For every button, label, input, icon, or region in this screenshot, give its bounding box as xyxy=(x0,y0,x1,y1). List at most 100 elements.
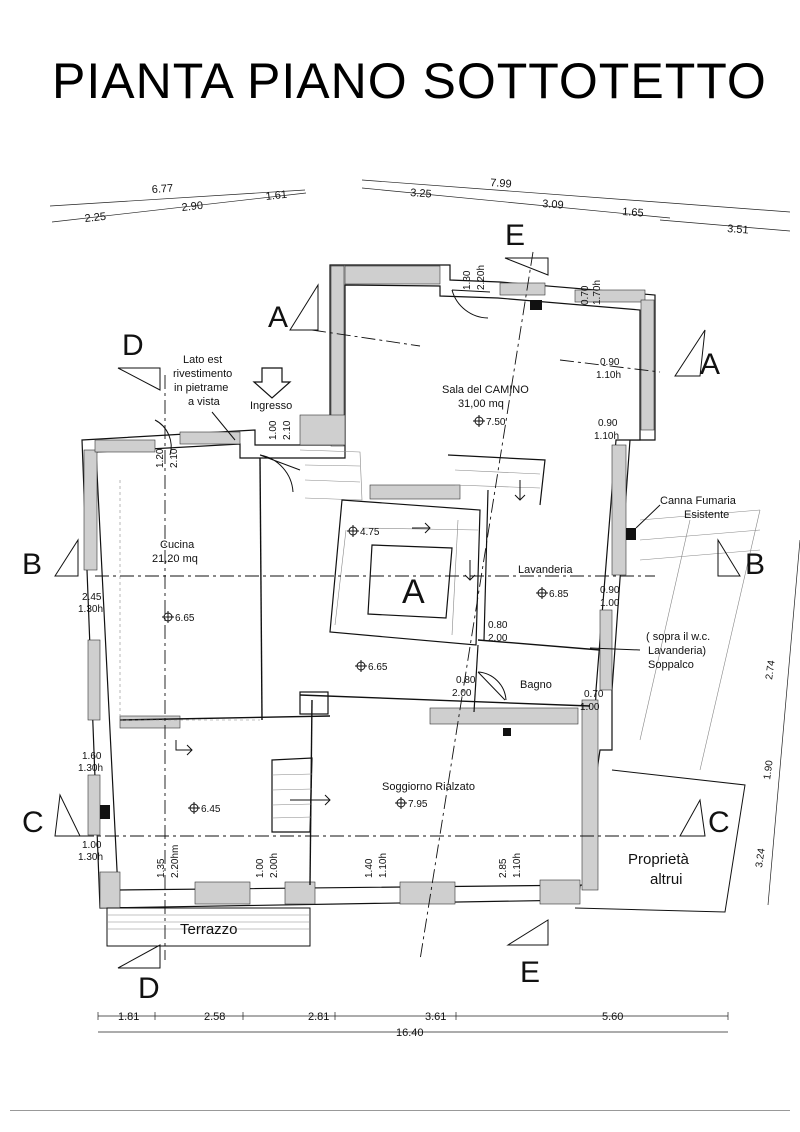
opening-15-w: 1.00 xyxy=(255,858,266,878)
opening-17-w: 2.85 xyxy=(498,858,509,878)
opening-4-w: 0.90 xyxy=(598,418,618,429)
dim-top-left-total: 6.77 xyxy=(151,183,173,196)
note-east-1: Lato est xyxy=(183,354,222,366)
section-marks: A A B B C C D D E E xyxy=(22,219,765,1005)
section-e-bottom: E xyxy=(520,956,540,989)
partitions xyxy=(100,289,761,947)
dim-top-right-4: 3.51 xyxy=(727,223,749,236)
opening-13-h: 1.30h xyxy=(78,852,103,863)
room-labels: Sala del CAMINO 31,00 mq Cucina 21,20 mq… xyxy=(152,384,573,938)
dim-bottom-5: 5.60 xyxy=(602,1011,623,1023)
dim-bottom-3: 2.81 xyxy=(308,1011,329,1023)
section-d-top: D xyxy=(122,329,144,362)
note-entrance: Ingresso xyxy=(250,400,292,412)
opening-3-h: 1.10h xyxy=(596,370,621,381)
section-c-right: C xyxy=(708,806,730,839)
section-b-left: B xyxy=(22,548,42,581)
dim-top-left-1: 2.25 xyxy=(84,211,107,225)
section-lines xyxy=(80,251,680,961)
bottom-dimensions: 1.81 2.58 2.81 3.61 5.60 16.40 xyxy=(97,1011,729,1039)
note-chimney-1: Canna Fumaria xyxy=(660,495,737,507)
opening-2-w: 0.70 xyxy=(580,285,591,305)
dim-top-left-2: 2.90 xyxy=(181,200,204,214)
svg-text:4.75: 4.75 xyxy=(360,527,380,538)
note-mezzanine-1: ( sopra il w.c. xyxy=(646,631,710,643)
notes: Lato est rivestimento in pietrame a vist… xyxy=(173,354,737,888)
section-e-top: E xyxy=(505,219,525,252)
opening-6-h: 2.10 xyxy=(169,448,180,468)
dim-top-right-3: 1.65 xyxy=(622,206,644,219)
opening-1-w: 1.30 xyxy=(462,270,473,290)
opening-9-h: 2.00 xyxy=(452,688,472,699)
dim-top-right-total: 7.99 xyxy=(490,177,512,190)
opening-1-h: 2.20h xyxy=(476,265,487,290)
note-east-3: in pietrame xyxy=(174,382,228,394)
opening-17-h: 1.10h xyxy=(512,853,523,878)
right-dimensions: 2.74 1.90 3.24 xyxy=(754,539,800,906)
room-name-terrazzo: Terrazzo xyxy=(180,921,238,938)
opening-3-w: 0.90 xyxy=(600,357,620,368)
dim-bottom-1: 1.81 xyxy=(118,1011,139,1023)
note-property-2: altrui xyxy=(650,871,683,888)
svg-text:7.95: 7.95 xyxy=(408,799,428,810)
opening-5-w: 1.00 xyxy=(268,420,279,440)
opening-15-h: 2.00h xyxy=(269,853,280,878)
opening-10-h: 1.00 xyxy=(580,702,600,713)
opening-dimensions: 1.30 2.20h 0.70 1.70h 0.90 1.10h 0.90 1.… xyxy=(78,265,621,878)
footer-divider xyxy=(10,1110,790,1111)
opening-8-h: 2.00 xyxy=(488,633,508,644)
section-a-left: A xyxy=(268,301,288,334)
opening-6-w: 1.20 xyxy=(155,448,166,468)
opening-14-h: 2.20hm xyxy=(170,845,181,878)
dim-bottom-total: 16.40 xyxy=(396,1027,424,1039)
dim-top-left-3: 1.61 xyxy=(265,189,288,203)
opening-13-w: 1.00 xyxy=(82,840,102,851)
note-east-4: a vista xyxy=(188,396,221,408)
opening-9-w: 0.80 xyxy=(456,675,476,686)
section-b-right: B xyxy=(745,548,765,581)
opening-5-h: 2.10 xyxy=(282,420,293,440)
svg-text:6.85: 6.85 xyxy=(549,589,569,600)
opening-12-h: 1.30h xyxy=(78,763,103,774)
dim-bottom-4: 3.61 xyxy=(425,1011,446,1023)
dim-bottom-2: 2.58 xyxy=(204,1011,225,1023)
dim-right-1: 2.74 xyxy=(764,659,778,680)
opening-8-w: 0.80 xyxy=(488,620,508,631)
stair-label: A xyxy=(402,573,425,611)
note-mezzanine-3: Soppalco xyxy=(648,659,694,671)
section-a-right: A xyxy=(700,348,720,381)
top-dimensions: 6.77 2.25 2.90 1.61 7.99 3.25 3.09 1.65 … xyxy=(49,177,791,236)
level-marker-cucina: 6.65 xyxy=(162,611,195,624)
room-area-sala: 31,00 mq xyxy=(458,398,504,410)
section-c-left: C xyxy=(22,806,44,839)
dim-right-2: 1.90 xyxy=(762,759,776,780)
level-marker-lower: 6.45 xyxy=(188,802,221,815)
page-title: PIANTA PIANO SOTTOTETTO xyxy=(52,53,767,109)
opening-7-w: 0.90 xyxy=(600,585,620,596)
level-marker-stair: 4.75 xyxy=(347,525,380,538)
level-marker-lavanderia: 6.85 xyxy=(536,587,569,600)
room-name-lavanderia: Lavanderia xyxy=(518,564,573,576)
opening-7-h: 1.00 xyxy=(600,598,620,609)
note-east-2: rivestimento xyxy=(173,368,232,380)
note-chimney-2: Esistente xyxy=(684,509,729,521)
room-name-bagno: Bagno xyxy=(520,679,552,691)
room-name-cucina: Cucina xyxy=(160,539,195,551)
room-name-sala: Sala del CAMINO xyxy=(442,384,529,396)
svg-text:6.65: 6.65 xyxy=(175,613,195,624)
level-marker-hall: 6.65 xyxy=(355,660,388,673)
dim-top-right-2: 3.09 xyxy=(542,198,564,211)
dim-right-3: 3.24 xyxy=(754,847,768,868)
level-marker-sala: 7.50 xyxy=(473,415,506,428)
note-property-1: Proprietà xyxy=(628,851,690,868)
room-name-soggiorno: Soggiorno Rialzato xyxy=(382,781,475,793)
opening-11-w: 2.45 xyxy=(82,592,102,603)
room-area-cucina: 21,20 mq xyxy=(152,553,198,565)
dim-top-right-1: 3.25 xyxy=(410,187,432,200)
svg-text:7.50: 7.50 xyxy=(486,417,506,428)
opening-16-h: 1.10h xyxy=(378,853,389,878)
opening-10-w: 0.70 xyxy=(584,689,604,700)
svg-text:6.45: 6.45 xyxy=(201,804,221,815)
opening-2-h: 1.70h xyxy=(592,280,603,305)
